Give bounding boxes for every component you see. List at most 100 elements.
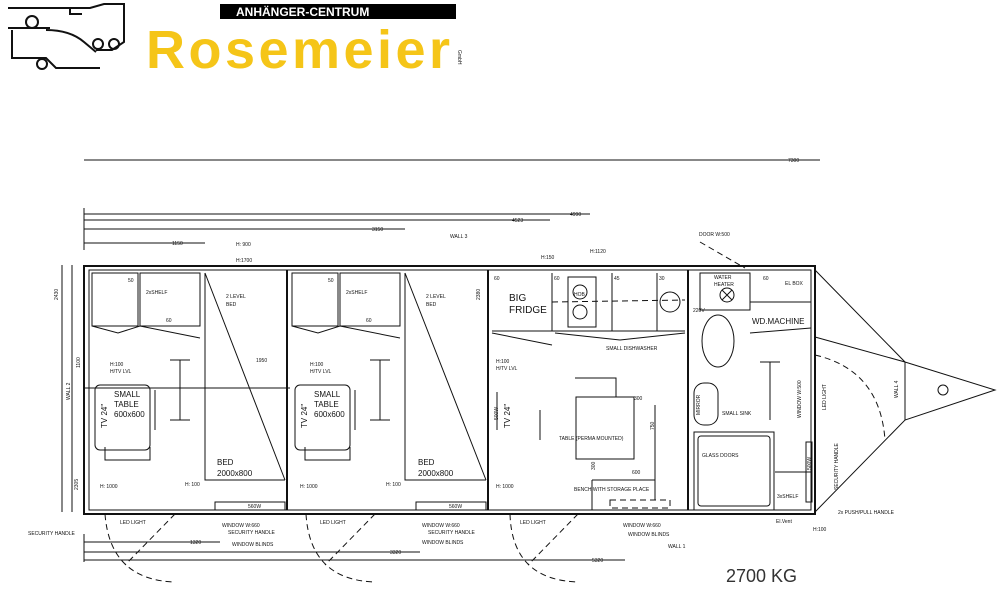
height-label: H/TV LVL: [310, 369, 332, 375]
wall-2-label: WALL 2: [66, 382, 72, 400]
bedroom-2: [291, 272, 487, 583]
height-label: H:100: [813, 527, 827, 533]
wall-4-label: WALL 4: [894, 380, 900, 398]
heater-label: 500W: [494, 407, 500, 420]
dim-600: 600: [632, 470, 641, 476]
company-logo: ANHÄNGER-CENTRUM Rosemeier GmbH: [8, 3, 462, 80]
window-label: WINDOW W:660: [623, 523, 661, 529]
weight-label: 2700 KG: [726, 566, 797, 586]
dim-300: 300: [591, 461, 597, 470]
logo-suffix: GmbH: [456, 50, 462, 65]
el-box-label: EL BOX: [785, 281, 804, 287]
heater-label: 560W: [449, 504, 462, 510]
table-label: SMALL: [114, 390, 141, 399]
wall-3-label: WALL 3: [450, 234, 468, 240]
water-heater-label: WATER: [714, 275, 732, 281]
table-label: 600x600: [114, 410, 145, 419]
height-label: H:100: [310, 362, 324, 368]
bed-label: 2 LEVEL: [426, 294, 446, 300]
dim-3320: 3320: [390, 550, 401, 556]
dim-1150: 1150: [172, 241, 183, 247]
dim-1950: 1950: [256, 358, 267, 364]
window-blinds-label: WINDOW BLINDS: [628, 532, 670, 538]
bed-label: BED: [226, 302, 237, 308]
tv-label: TV 24": [100, 404, 109, 428]
led-light-label: LED LIGHT: [822, 384, 828, 410]
glass-doors-label: GLASS DOORS: [702, 453, 739, 459]
shelf-depth: 50: [328, 278, 334, 284]
dishwasher-label: SMALL DISHWASHER: [606, 346, 658, 352]
table-label: TABLE (PERMA MOUNTED): [559, 436, 624, 442]
bed-label: 2 LEVEL: [226, 294, 246, 300]
height-label: H: 1000: [496, 484, 514, 490]
water-heater-label: HEATER: [714, 282, 734, 288]
dim-5320: 5320: [592, 558, 603, 564]
sink-label: SMALL SINK: [722, 411, 752, 417]
bedroom-1: [91, 272, 286, 583]
bathroom: [693, 241, 813, 511]
dim-7300: 7300: [788, 158, 799, 164]
cabinet-width: 60: [494, 276, 500, 282]
shelf-depth: 50: [128, 278, 134, 284]
bed-size: 2000x800: [418, 469, 454, 478]
height-label: H:100: [110, 362, 124, 368]
hob-label: HOB: [574, 292, 586, 298]
security-handle-label: SECURITY HANDLE: [28, 531, 76, 537]
window-label: WINDOW W:660: [222, 523, 260, 529]
dim-2380: 2380: [476, 289, 482, 300]
dim-4523: 4523: [512, 218, 523, 224]
led-light-label: LED LIGHT: [320, 520, 346, 526]
table-label: TABLE: [314, 400, 339, 409]
height-label: H/TV LVL: [110, 369, 132, 375]
height-label: H/TV LVL: [496, 366, 518, 372]
shelf-label: 3xSHELF: [777, 494, 798, 500]
drawbar: [814, 269, 997, 513]
tagline-bar: [220, 4, 456, 19]
height-label: H:100: [496, 359, 510, 365]
wall-1-label: WALL 1: [668, 544, 686, 550]
push-pull-handle-label: 2x PUSH/PULL HANDLE: [838, 510, 895, 516]
tv-label: TV 24": [503, 404, 512, 428]
voltage-label: 220V: [693, 308, 705, 314]
tv-label: TV 24": [300, 404, 309, 428]
trailer-walls: [83, 265, 816, 515]
height-label: H:150: [541, 255, 555, 261]
bed-label: BED: [426, 302, 437, 308]
table-label: 600x600: [314, 410, 345, 419]
dimension-lines: [61, 159, 820, 562]
cabinet-width: 60: [554, 276, 560, 282]
dim-1100: 1100: [76, 357, 82, 368]
dim-2430: 2430: [54, 289, 60, 300]
dim-4990: 4990: [570, 212, 581, 218]
security-handle-label: SECURITY HANDLE: [834, 442, 840, 490]
wd-machine-label: WD.MACHINE: [752, 317, 804, 326]
door-label: DOOR W:500: [699, 232, 730, 238]
dim-2305: 2305: [74, 479, 80, 490]
cabinet-width: 45: [614, 276, 620, 282]
fridge-label: BIG: [509, 293, 526, 304]
dim-3150: 3150: [372, 227, 383, 233]
bed-label: BED: [217, 458, 234, 467]
height-label: H:1120: [590, 249, 606, 255]
bed-size: 2000x800: [217, 469, 253, 478]
bench-label: BENCH WITH STORAGE PLACE: [574, 487, 650, 493]
led-light-label: LED LIGHT: [520, 520, 546, 526]
window-label: WINDOW W:500: [797, 380, 803, 418]
kitchen-area: [491, 273, 686, 583]
height-label: H: 1000: [300, 484, 318, 490]
shelf-depth: 60: [166, 318, 172, 324]
dim-300: 300: [634, 396, 643, 402]
hitch-icon: [937, 384, 949, 396]
table-label: SMALL: [314, 390, 341, 399]
cabinet-width: 30: [659, 276, 665, 282]
height-label: H: 1000: [100, 484, 118, 490]
trailer-logo-icon: [8, 3, 125, 70]
table-label: TABLE: [114, 400, 139, 409]
logo-tagline: ANHÄNGER-CENTRUM: [236, 4, 369, 19]
height-label: H:1700: [236, 258, 252, 264]
height-label: H: 900: [236, 242, 251, 248]
security-handle-label: SECURITY HANDLE: [228, 530, 276, 536]
shelf-depth: 60: [366, 318, 372, 324]
window-blinds-label: WINDOW BLINDS: [232, 542, 274, 548]
